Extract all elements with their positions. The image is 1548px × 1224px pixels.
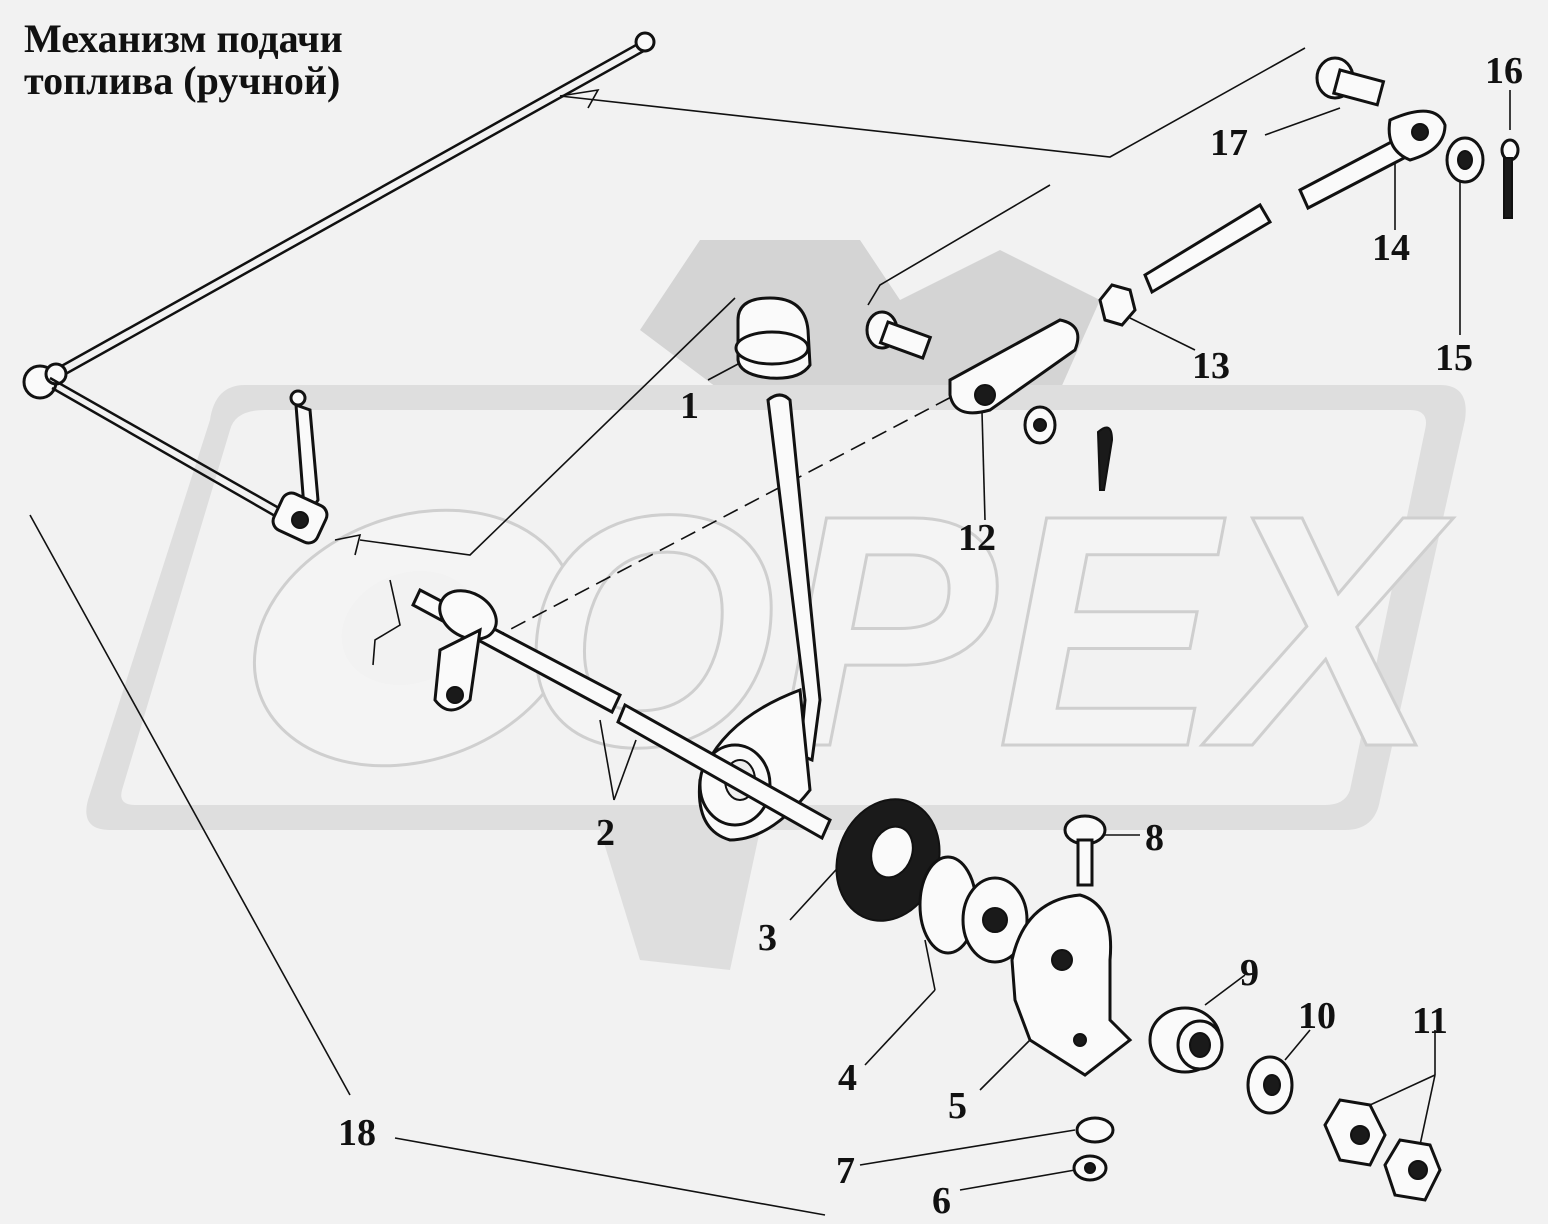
callout-12: 12 — [958, 517, 996, 559]
callout-15: 15 — [1435, 337, 1473, 379]
callout-5: 5 — [948, 1085, 967, 1127]
callout-17: 17 — [1210, 122, 1248, 164]
callout-8: 8 — [1145, 817, 1164, 859]
callout-1: 1 — [680, 385, 699, 427]
part-2-shaft — [411, 587, 832, 841]
watermark-logo: OPEX — [86, 240, 1466, 970]
pivot-lever — [271, 389, 329, 545]
part-3-washer — [835, 798, 941, 922]
callout-4: 4 — [838, 1057, 857, 1099]
control-rod-18 — [22, 31, 656, 530]
part-4-discs — [918, 855, 1029, 964]
watermark-text: OPEX — [520, 446, 1454, 815]
callout-6: 6 — [932, 1180, 951, 1222]
title-line-2: топлива (ручной) — [24, 58, 341, 103]
title-line-1: Механизм подачи — [24, 16, 343, 61]
diagram-title: Механизм подачи топлива (ручной) — [24, 18, 343, 102]
part-1-knob — [734, 296, 812, 380]
part-9-spring — [1148, 1006, 1224, 1074]
part-11-nuts — [1323, 1098, 1442, 1202]
part-6-7-small-washers — [1072, 1116, 1115, 1182]
callout-18: 18 — [338, 1112, 376, 1154]
callout-10: 10 — [1298, 995, 1336, 1037]
leader-lines — [29, 47, 1511, 1216]
callout-labels: 1 2 3 4 5 6 7 8 9 10 11 12 13 14 15 16 1… — [338, 50, 1523, 1222]
callout-7: 7 — [836, 1150, 855, 1192]
part-15-washer — [1445, 136, 1485, 184]
part-17-pin — [1315, 56, 1386, 107]
callout-16: 16 — [1485, 50, 1523, 92]
part-5-bracket — [1010, 893, 1133, 1077]
part-12-clevis — [948, 318, 1114, 491]
part-16-cotter-pin — [1500, 138, 1520, 219]
callout-2: 2 — [596, 812, 615, 854]
part-10-washer — [1246, 1055, 1294, 1115]
callout-14: 14 — [1372, 227, 1410, 269]
part-13-14-rod — [1098, 109, 1447, 327]
part-8-bolt — [1063, 814, 1107, 887]
clevis-pin — [865, 310, 933, 360]
callout-3: 3 — [758, 917, 777, 959]
callout-13: 13 — [1192, 345, 1230, 387]
callout-9: 9 — [1240, 952, 1259, 994]
callout-11: 11 — [1412, 1000, 1448, 1042]
